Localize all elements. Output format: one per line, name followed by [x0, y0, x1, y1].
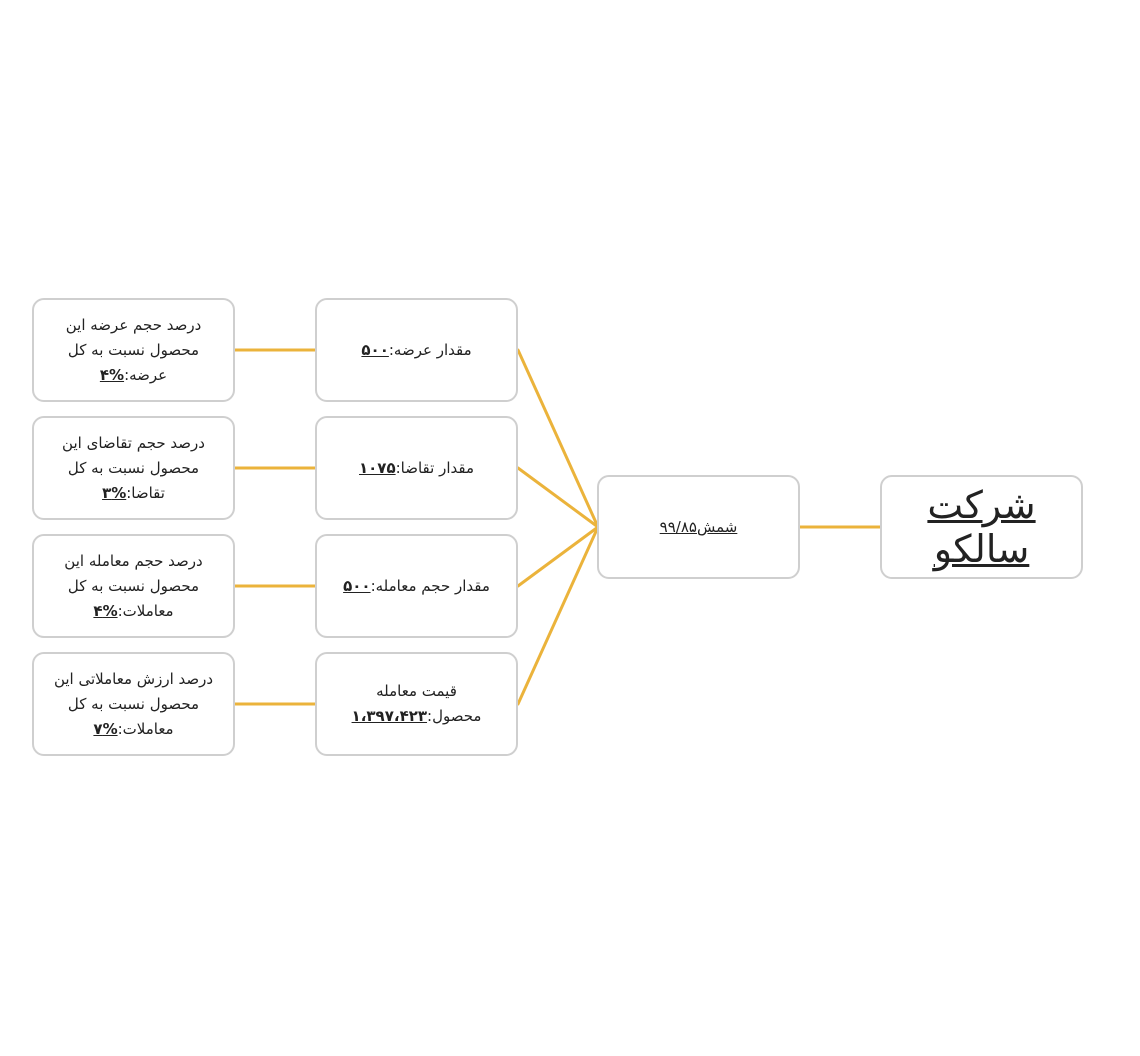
value-percent-line2: محصول نسبت به کل	[67, 694, 200, 713]
supply-percent-node: درصد حجم عرضه این محصول نسبت به کل عرضه:…	[32, 298, 235, 402]
connector-symbol-supply	[516, 348, 600, 529]
demand-percent-line1: درصد حجم تقاضای این	[62, 433, 205, 452]
trade-price-label-line1: قیمت معامله	[376, 682, 457, 700]
volume-percent-line1: درصد حجم معامله این	[64, 551, 203, 570]
symbol-label: شمش۹۹/۸۵	[659, 517, 738, 536]
connector-symbol-demand	[516, 466, 600, 529]
value-percent-line3: معاملات:	[117, 719, 174, 738]
value-percent-line1: درصد ارزش معاملاتی این	[53, 669, 214, 688]
volume-percent-line3: معاملات:	[117, 601, 174, 620]
company-node: شرکت سالکو	[880, 475, 1083, 579]
supply-amount-node: مقدار عرضه:۵۰۰	[315, 298, 518, 402]
value-percent-value: %۷	[93, 719, 118, 738]
supply-percent-line2: محصول نسبت به کل	[67, 340, 200, 359]
demand-percent-line3: تقاضا:	[126, 483, 165, 502]
supply-amount-label: مقدار عرضه:	[388, 340, 472, 359]
symbol-node: شمش۹۹/۸۵	[597, 475, 800, 579]
supply-percent-line3: عرضه:	[124, 365, 168, 384]
value-percent-node: درصد ارزش معاملاتی این محصول نسبت به کل …	[32, 652, 235, 756]
connector-symbol-volume	[516, 525, 600, 588]
company-title: شرکت سالکو	[927, 483, 1036, 571]
volume-percent-node: درصد حجم معامله این محصول نسبت به کل معا…	[32, 534, 235, 638]
trade-price-label-line2: محصول:	[427, 707, 482, 725]
demand-percent-node: درصد حجم تقاضای این محصول نسبت به کل تقا…	[32, 416, 235, 520]
volume-percent-value: %۴	[93, 601, 118, 620]
supply-percent-line1: درصد حجم عرضه این	[65, 315, 202, 334]
trade-volume-node: مقدار حجم معامله:۵۰۰	[315, 534, 518, 638]
demand-amount-value: ۱۰۷۵	[359, 458, 396, 477]
demand-percent-line2: محصول نسبت به کل	[67, 458, 200, 477]
demand-amount-label: مقدار تقاضا:	[395, 458, 474, 477]
trade-price-node: قیمت معامله محصول:۱،۳۹۷،۴۲۳	[315, 652, 518, 756]
demand-amount-node: مقدار تقاضا:۱۰۷۵	[315, 416, 518, 520]
demand-percent-value: %۳	[102, 483, 127, 502]
supply-amount-value: ۵۰۰	[361, 340, 389, 359]
trade-volume-label: مقدار حجم معامله:	[370, 576, 490, 595]
supply-percent-value: %۴	[99, 365, 125, 384]
connector-symbol-price	[516, 525, 600, 706]
volume-percent-line2: محصول نسبت به کل	[67, 576, 200, 595]
trade-volume-value: ۵۰۰	[343, 576, 371, 595]
trade-price-value: ۱،۳۹۷،۴۲۳	[351, 707, 428, 725]
